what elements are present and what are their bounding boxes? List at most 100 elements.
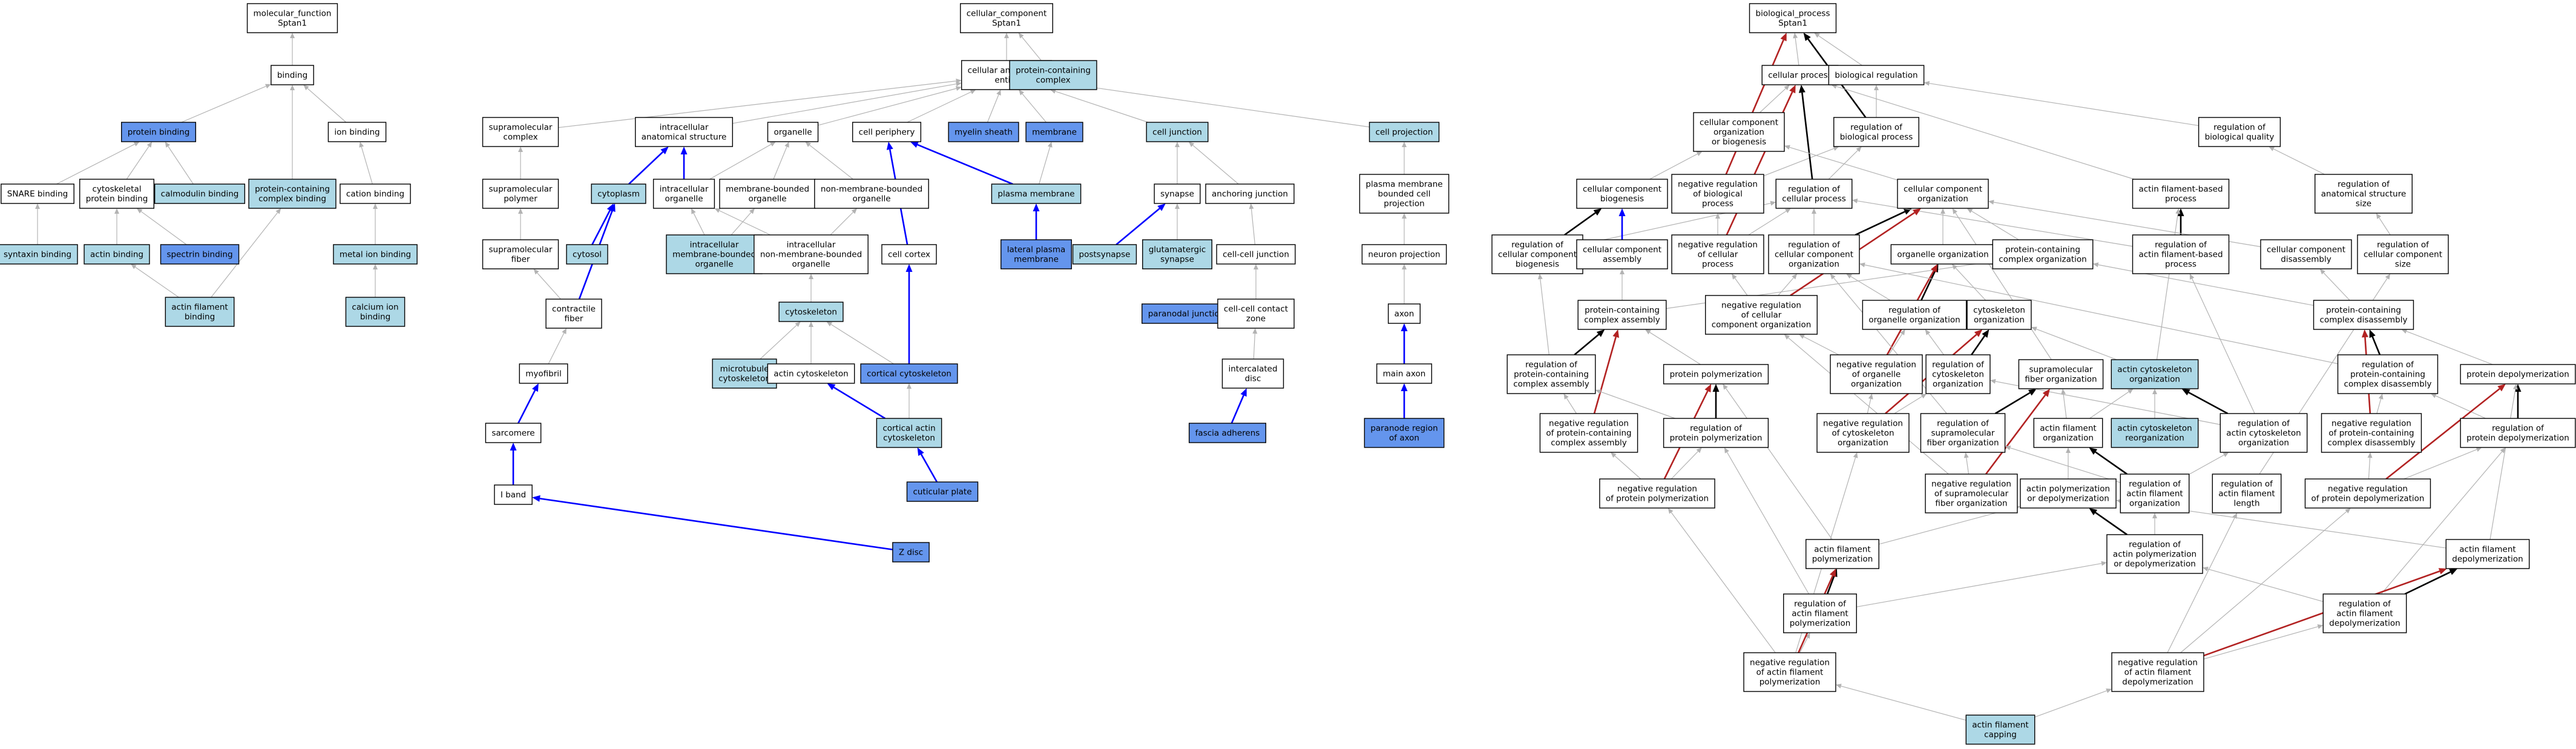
go-term-label: cytoskeleton <box>718 374 770 384</box>
go-term-label: cytosol <box>573 250 602 260</box>
relation-edge-regulates <box>2177 208 2184 235</box>
relation-edge-is-a <box>2156 208 2181 360</box>
go-term-label: depolymerization <box>2452 555 2523 564</box>
go-term-protdepoly: protein depolymerization <box>2460 364 2576 384</box>
arrowhead-icon <box>1830 274 1836 280</box>
go-term-label: cellular component <box>1583 185 1661 194</box>
edge-line <box>760 325 797 360</box>
edge-line <box>1799 637 1808 653</box>
edge-line <box>307 88 347 123</box>
arrowhead-icon <box>1018 33 1024 39</box>
relation-edge-neg-regulates <box>1593 329 1619 414</box>
go-term-calmod: calmodulin binding <box>154 183 246 204</box>
relation-edge-neg-regulates <box>1985 389 2050 475</box>
go-term-syntaxin: syntaxin binding <box>0 244 78 265</box>
go-term-cationbind: cation binding <box>340 183 411 204</box>
relation-edge-regulates <box>2369 329 2381 355</box>
relation-edge-is-a <box>2152 389 2157 418</box>
edge-line <box>830 211 854 236</box>
go-term-box <box>2304 478 2431 509</box>
go-term-box <box>1663 364 1769 384</box>
edge-line <box>2323 272 2350 301</box>
edge-line <box>1250 208 1255 245</box>
arrowhead-icon <box>1925 329 1931 335</box>
edge-line <box>2188 392 2229 415</box>
go-term-label: protein binding <box>128 128 190 137</box>
go-term-cytoskeleton: cytoskeleton <box>778 302 844 322</box>
arrowhead-icon <box>996 90 1001 96</box>
relation-edge-is-a <box>2189 274 2255 414</box>
go-term-label: process <box>1702 199 1733 209</box>
edge-line <box>2435 395 2486 419</box>
relation-edge-is-a <box>1732 274 1748 296</box>
edge-line <box>1116 208 1160 245</box>
relation-edge-regulates <box>1574 329 1605 355</box>
edge-line <box>1826 575 1835 595</box>
relation-edge-is-a <box>1852 198 2133 247</box>
go-term-snare: SNARE binding <box>1 183 74 204</box>
edge-line <box>1894 396 1922 414</box>
edge-line <box>1803 336 1839 355</box>
go-term-label: membrane-bounded <box>672 250 756 260</box>
go-term-cytoplasm: cytoplasm <box>591 183 646 204</box>
go-term-membrane: membrane <box>1025 122 1083 142</box>
arrowhead-icon <box>2089 447 2098 455</box>
go-term-box <box>1576 239 1668 269</box>
arrowhead-icon <box>1704 384 1712 393</box>
go-term-label: cortical actin <box>882 424 935 434</box>
go-term-cuticular: cuticular plate <box>906 481 979 502</box>
arrowhead-icon <box>510 443 517 450</box>
go-term-box <box>1816 413 1910 453</box>
relation-edge-is-a <box>1874 85 1879 117</box>
arrowhead-icon <box>917 447 924 457</box>
relation-edge-is-a <box>2401 329 2493 365</box>
edge-line <box>1929 83 2199 127</box>
relation-edge-is-a <box>2031 326 2117 360</box>
edge-line <box>2009 447 2121 483</box>
go-term-label: cytoplasm <box>597 190 640 199</box>
go-term-label: regulation of <box>1850 123 1903 133</box>
arrowhead-icon <box>1874 85 1879 90</box>
go-term-label: cellular component <box>1498 250 1577 260</box>
arrowhead-icon <box>2476 447 2482 452</box>
relation-edge-is-a <box>533 269 561 300</box>
edge-line <box>537 272 561 300</box>
go-term-label: sarcomere <box>491 429 534 438</box>
arrowhead-icon <box>1846 274 1852 279</box>
edge-line <box>1920 271 1936 301</box>
go-term-fascia: fascia adherens <box>1188 423 1267 443</box>
edge-line <box>1955 213 2052 360</box>
relation-edge-is-a <box>830 208 857 236</box>
relation-edge-regulates <box>1564 208 1602 236</box>
arrowhead-icon <box>533 269 539 275</box>
go-term-box <box>635 117 733 147</box>
go-term-label: actin cytoskeleton <box>2226 429 2301 438</box>
arrowhead-icon <box>1833 146 1839 151</box>
arrowhead-icon <box>1188 142 1195 147</box>
go-term-label: syntaxin binding <box>4 250 71 260</box>
edge-line <box>987 94 999 123</box>
relation-edge-is-a <box>2061 389 2067 419</box>
go-term-box <box>2106 534 2203 574</box>
go-term-label: actin polymerization <box>2113 550 2196 559</box>
relation-edge-regulates <box>1712 384 1720 418</box>
go-term-label: of biological <box>1693 190 1743 199</box>
go-term-label: actin filament <box>171 303 228 312</box>
go-term-box <box>2313 300 2414 330</box>
relation-edge-part-of <box>1618 208 1626 240</box>
go-term-corticalcyto: cortical cytoskeleton <box>860 363 958 384</box>
go-term-label: non-membrane-bounded <box>821 185 922 194</box>
edge-line <box>1574 334 1600 355</box>
go-term-box <box>0 244 78 265</box>
relation-edge-is-a <box>2489 384 2518 540</box>
